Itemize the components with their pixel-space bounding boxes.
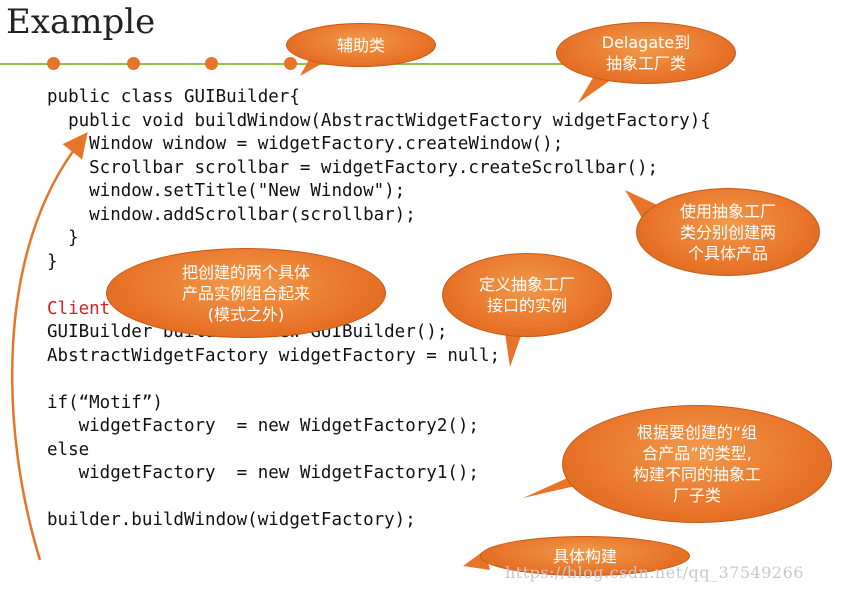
code-line: Scrollbar scrollbar = widgetFactory.crea… bbox=[47, 157, 659, 178]
code-line: if(“Motif”) bbox=[47, 392, 163, 413]
divider-dot bbox=[127, 57, 140, 70]
code-line: else bbox=[47, 439, 90, 460]
code-line: widgetFactory = new WidgetFactory1(); bbox=[47, 463, 479, 483]
callout-combine: 把创建的两个具体 产品实例组合起来 (模式之外) bbox=[106, 248, 386, 338]
divider-dot bbox=[205, 57, 218, 70]
code-line: builder.buildWindow(widgetFactory); bbox=[47, 510, 416, 530]
code-line: widgetFactory = new WidgetFactory2(); bbox=[47, 416, 479, 436]
flow-arrow bbox=[10, 132, 88, 561]
divider-dot bbox=[284, 57, 297, 70]
callout-build-subclass: 根据要创建的“组 合产品”的类型, 构建不同的抽象工 厂子类 bbox=[562, 405, 832, 523]
code-line: public void buildWindow(AbstractWidgetFa… bbox=[47, 110, 711, 131]
callout-define-interface: 定义抽象工厂 接口的实例 bbox=[442, 253, 612, 337]
slide-title: Example bbox=[6, 2, 156, 42]
callout-helper-class: 辅助类 bbox=[286, 23, 436, 67]
code-line: } bbox=[47, 251, 58, 272]
code-line: GUIBuilder builder = new GUIBuilder(); bbox=[47, 322, 448, 342]
code-line: window.addScrollbar(scrollbar); bbox=[47, 204, 416, 225]
callout-delegate: Delagate到 抽象工厂类 bbox=[556, 22, 736, 84]
code-line: public class GUIBuilder{ bbox=[47, 87, 300, 107]
callout-use-factory: 使用抽象工厂 类分别创建两 个具体产品 bbox=[636, 188, 820, 276]
code-block: public class GUIBuilder{ public void bui… bbox=[47, 86, 711, 533]
callout-concrete-build: 具体构建 bbox=[480, 536, 690, 576]
code-line: Window window = widgetFactory.createWind… bbox=[47, 134, 564, 154]
client-label: Client bbox=[47, 298, 111, 319]
code-line: AbstractWidgetFactory widgetFactory = nu… bbox=[47, 345, 501, 366]
code-line: } bbox=[47, 228, 79, 248]
watermark: https://blog.csdn.net/qq_37549266 bbox=[505, 563, 804, 582]
code-line: window.setTitle("New Window"); bbox=[47, 181, 406, 201]
divider-dot bbox=[47, 57, 60, 70]
